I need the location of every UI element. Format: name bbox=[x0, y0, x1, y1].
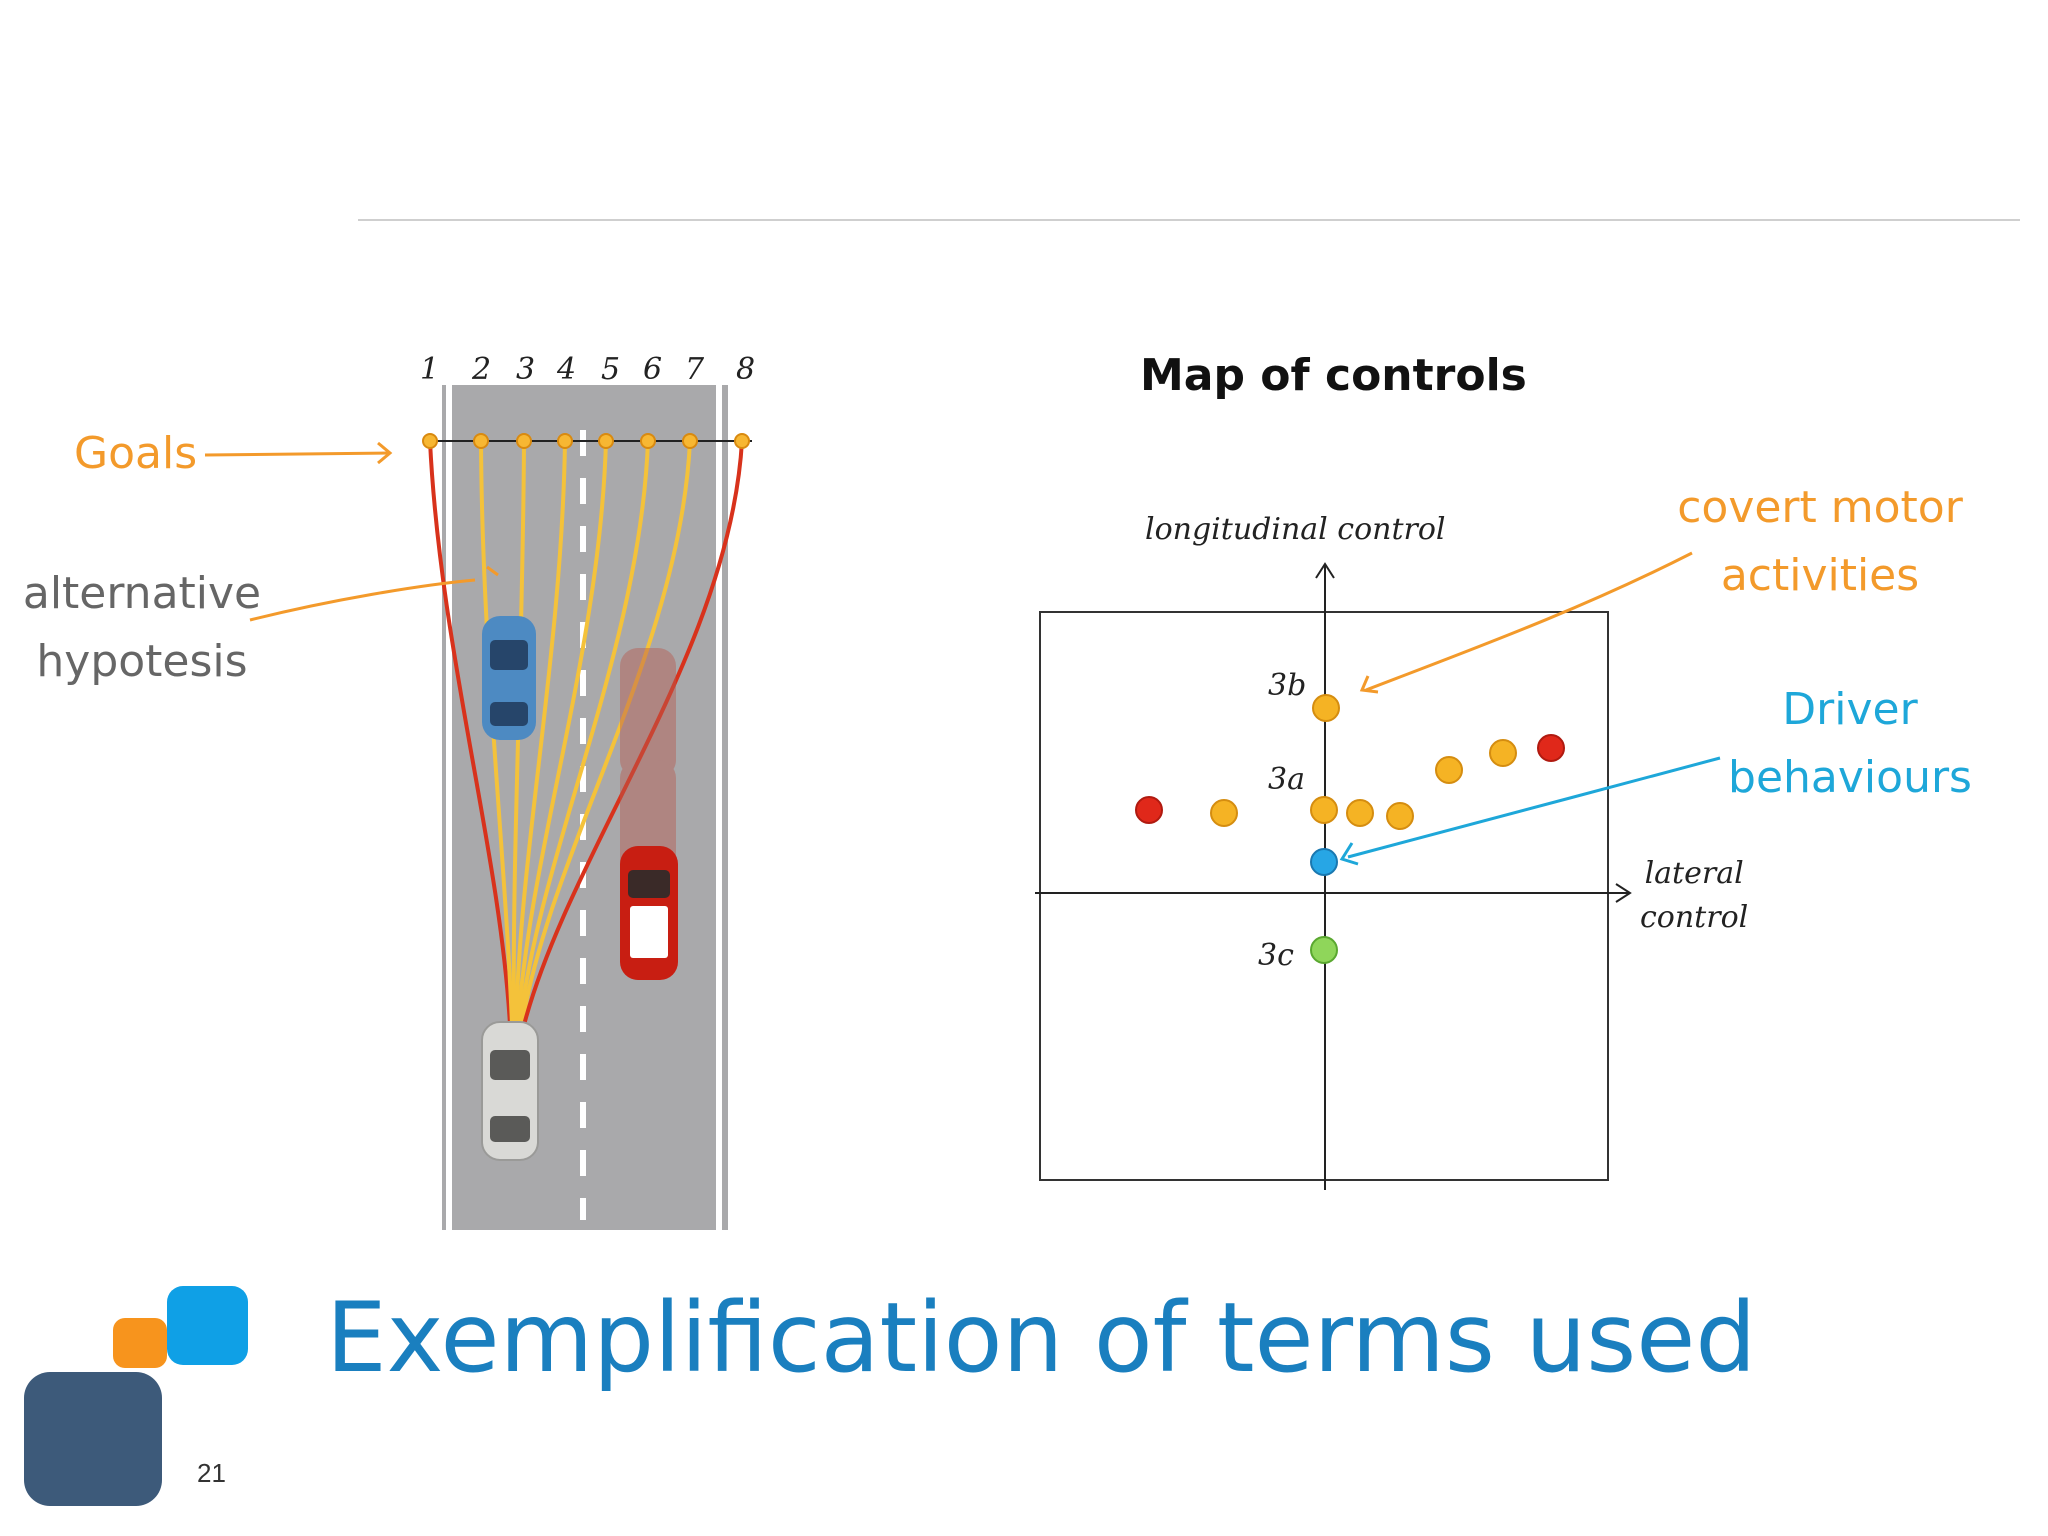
goal-dot-3 bbox=[516, 433, 532, 449]
driver-label-line1: Driver bbox=[1782, 684, 1918, 735]
driver-behaviours-label: Driver behaviours bbox=[1700, 676, 2000, 812]
goal-dot-8 bbox=[734, 433, 750, 449]
trajectory-6 bbox=[518, 440, 650, 1026]
control-map bbox=[1035, 551, 1721, 1190]
covert-arrow bbox=[1365, 551, 1693, 692]
lane-number-1: 1 bbox=[420, 352, 440, 387]
slide-title: Exemplification of terms used bbox=[326, 1282, 1757, 1394]
goal-dot-7 bbox=[682, 433, 698, 449]
trajectory-5 bbox=[516, 440, 608, 1026]
trajectory-3 bbox=[511, 440, 526, 1026]
lane-number-3: 3 bbox=[516, 352, 536, 387]
car-ego bbox=[481, 1021, 539, 1161]
road-edge-left bbox=[446, 385, 452, 1230]
lane-number-2: 2 bbox=[472, 352, 492, 387]
car-blue bbox=[482, 616, 536, 740]
alt-arrow bbox=[249, 578, 476, 622]
goal-dot-6 bbox=[640, 433, 656, 449]
point-red-left bbox=[1135, 796, 1163, 824]
car-ghost bbox=[620, 648, 676, 880]
point-yellow bbox=[1386, 802, 1414, 830]
trajectory-7 bbox=[520, 440, 692, 1026]
goal-dots bbox=[422, 433, 750, 449]
goal-dot-4 bbox=[557, 433, 573, 449]
goal-dot-5 bbox=[598, 433, 614, 449]
driver-label-line2: behaviours bbox=[1728, 752, 1972, 803]
covert-label-line2: activities bbox=[1720, 550, 1920, 601]
covert-label-line1: covert motor bbox=[1677, 482, 1963, 533]
trajectory-4 bbox=[514, 440, 567, 1026]
point-label-3b: 3b bbox=[1268, 668, 1307, 703]
driver-arrow bbox=[1347, 756, 1721, 859]
goal-dot-1 bbox=[422, 433, 438, 449]
alt-hypothesis-label: alternative hypotesis bbox=[22, 560, 262, 696]
point-yellow bbox=[1210, 799, 1238, 827]
y-axis-label: longitudinal control bbox=[1145, 512, 1446, 547]
goals-arrow bbox=[204, 451, 389, 457]
road-illustration bbox=[204, 385, 752, 1230]
trajectory-1 bbox=[428, 440, 512, 1026]
x-axis-label-line1: lateral bbox=[1644, 856, 1744, 891]
lane-number-7: 7 bbox=[685, 352, 705, 387]
point-label-3a: 3a bbox=[1268, 762, 1305, 797]
point-red-right bbox=[1537, 734, 1565, 762]
goals-label: Goals bbox=[74, 428, 198, 479]
alt-label-line1: alternative bbox=[22, 568, 262, 619]
alt-label-line2: hypotesis bbox=[36, 636, 248, 687]
car-red bbox=[620, 846, 678, 980]
trajectory-2 bbox=[479, 440, 514, 1026]
map-title: Map of controls bbox=[1140, 350, 1527, 401]
lane-number-4: 4 bbox=[557, 352, 577, 387]
covert-motor-label: covert motor activities bbox=[1660, 474, 1980, 610]
road-edge-right bbox=[716, 385, 722, 1230]
trajectories bbox=[428, 440, 744, 1026]
lane-number-8: 8 bbox=[736, 352, 756, 387]
point-yellow bbox=[1346, 799, 1374, 827]
goal-dot-2 bbox=[473, 433, 489, 449]
company-logo bbox=[24, 1286, 248, 1506]
control-points bbox=[1135, 694, 1565, 964]
x-axis-label-line2: control bbox=[1640, 900, 1749, 935]
point-3b bbox=[1312, 694, 1340, 722]
point-label-3c: 3c bbox=[1258, 938, 1294, 973]
point-yellow bbox=[1489, 739, 1517, 767]
header-divider bbox=[358, 219, 2020, 221]
point-3c bbox=[1310, 936, 1338, 964]
trajectory-8 bbox=[522, 440, 744, 1026]
page-number: 21 bbox=[197, 1458, 226, 1488]
lane-number-6: 6 bbox=[643, 352, 663, 387]
x-axis-label: lateral control bbox=[1640, 852, 1748, 940]
lane-number-5: 5 bbox=[601, 352, 621, 387]
point-driver bbox=[1310, 848, 1338, 876]
point-3a bbox=[1310, 796, 1338, 824]
point-yellow bbox=[1435, 756, 1463, 784]
